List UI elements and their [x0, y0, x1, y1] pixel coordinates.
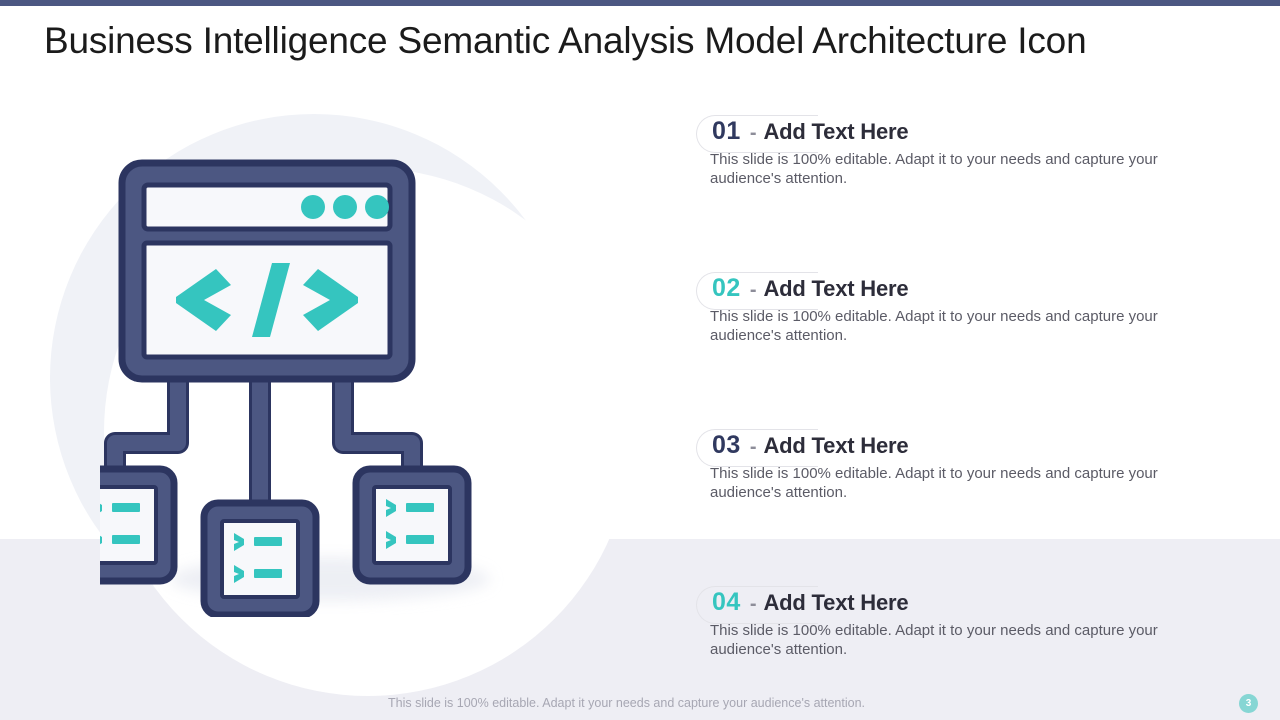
page-number-badge: 3 — [1239, 694, 1258, 713]
terminal-node-center — [200, 499, 320, 617]
item-separator-01: - — [749, 122, 757, 144]
text-item-04[interactable]: 04 - Add Text Here This slide is 100% ed… — [696, 575, 1216, 720]
item-body-04: This slide is 100% editable. Adapt it to… — [710, 622, 1158, 658]
item-separator-04: - — [749, 593, 757, 615]
terminal-node-left — [100, 465, 178, 585]
text-item-list: 01 - Add Text Here This slide is 100% ed… — [696, 104, 1216, 720]
item-title-02: Add Text Here — [763, 276, 909, 301]
item-body-02: This slide is 100% editable. Adapt it to… — [710, 308, 1158, 344]
item-number-04: 04 — [712, 588, 741, 616]
number-pill-02 — [696, 272, 818, 310]
window-dot-1 — [301, 195, 325, 219]
item-number-03: 03 — [712, 431, 741, 459]
text-item-01[interactable]: 01 - Add Text Here This slide is 100% ed… — [696, 104, 1216, 261]
footer-note: This slide is 100% editable. Adapt it yo… — [388, 696, 865, 710]
code-architecture-icon — [100, 159, 490, 617]
top-accent-bar — [0, 0, 1280, 6]
item-heading-03: 03 - Add Text Here — [712, 431, 909, 460]
item-number-01: 01 — [712, 117, 741, 145]
item-number-02: 02 — [712, 274, 741, 302]
item-separator-02: - — [749, 279, 757, 301]
text-item-03[interactable]: 03 - Add Text Here This slide is 100% ed… — [696, 418, 1216, 575]
item-heading-01: 01 - Add Text Here — [712, 117, 909, 146]
item-body-01: This slide is 100% editable. Adapt it to… — [710, 151, 1158, 187]
number-pill-03 — [696, 429, 818, 467]
window-dot-3 — [365, 195, 389, 219]
code-symbol — [176, 263, 358, 337]
number-pill-04 — [696, 586, 818, 624]
window-dot-2 — [333, 195, 357, 219]
browser-window — [118, 159, 416, 383]
page-title: Business Intelligence Semantic Analysis … — [44, 20, 1087, 61]
illustration-area — [40, 92, 632, 696]
item-heading-04: 04 - Add Text Here — [712, 588, 909, 617]
item-title-01: Add Text Here — [763, 119, 909, 144]
text-item-02[interactable]: 02 - Add Text Here This slide is 100% ed… — [696, 261, 1216, 418]
item-separator-03: - — [749, 436, 757, 458]
item-title-04: Add Text Here — [763, 590, 909, 615]
item-body-03: This slide is 100% editable. Adapt it to… — [710, 465, 1158, 501]
terminal-node-right — [352, 465, 472, 585]
number-pill-01 — [696, 115, 818, 153]
item-heading-02: 02 - Add Text Here — [712, 274, 909, 303]
item-title-03: Add Text Here — [763, 433, 909, 458]
